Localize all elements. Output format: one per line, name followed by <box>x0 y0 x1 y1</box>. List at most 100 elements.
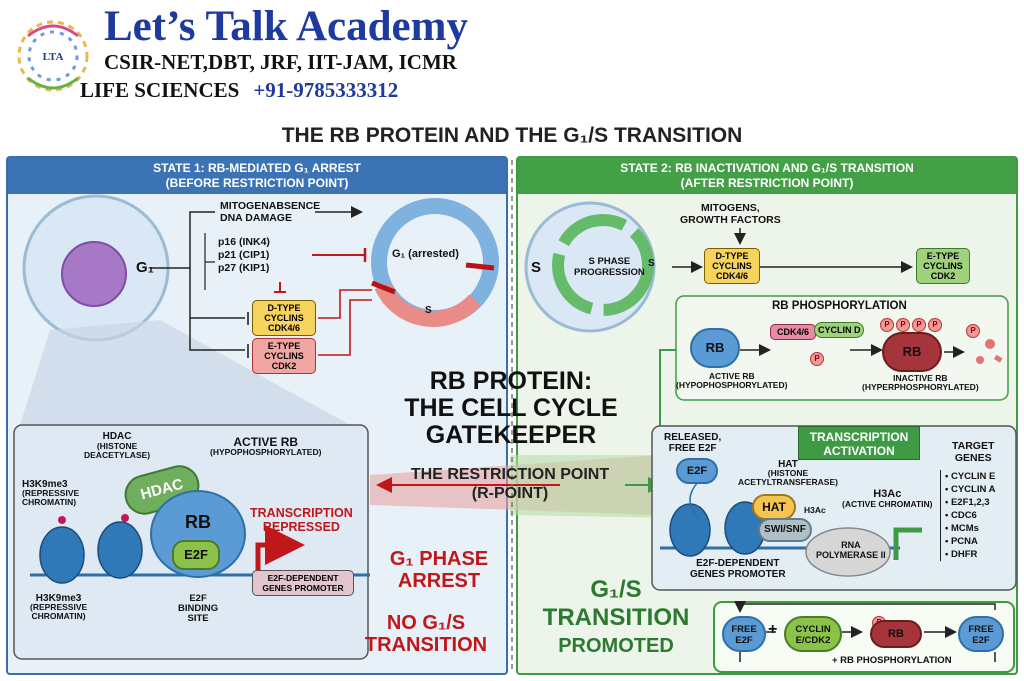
state1-promoter-line2: GENES PROMOTER <box>262 583 344 593</box>
h3k9-bottom-line2: (REPRESSIVE <box>30 602 88 612</box>
active-rb-cap-line2: (HYPOPHOSPHORYLATED) <box>676 380 788 390</box>
s-cell <box>524 201 656 333</box>
hat-blob: HAT <box>752 494 796 520</box>
mitogens-line1: MITOGENS, <box>701 202 760 214</box>
active-rb-title: ACTIVE RB(HYPOPHOSPHORYLATED) <box>210 436 321 457</box>
g1-arrest-line1: G₁ PHASE <box>389 548 489 570</box>
academy-title: Let’s Talk Academy <box>104 3 468 50</box>
state1-promoter-line1: E2F-DEPENDENT <box>267 573 339 583</box>
s-phase-line2: PROGRESSION <box>574 267 645 278</box>
phosphate-4: P <box>928 318 942 332</box>
released-line1: RELEASED, <box>664 432 722 443</box>
target-gene-name: CDC6 <box>950 510 977 521</box>
phosphate-3: P <box>912 318 926 332</box>
loop-plus: + <box>768 621 778 638</box>
active-rb-line1: ACTIVE RB <box>233 435 299 449</box>
phosphate-2: P <box>896 318 910 332</box>
gatekeeper-line3: GATEKEEPER <box>425 421 597 449</box>
cdk46-box: CDK4/6 <box>770 324 816 340</box>
g1-branch-lines <box>150 211 245 351</box>
inactive-rb-blob: RB <box>882 332 942 372</box>
loop-free1-line1: FREE <box>731 624 757 635</box>
target-title-line2: GENES <box>954 452 992 464</box>
target-gene-name: PCNA <box>950 536 978 547</box>
no-transition-line2: TRANSITION <box>364 634 488 656</box>
cki-p21: p21 (CIP1) <box>218 249 270 261</box>
state1-dtype-line3: CDK4/6 <box>267 323 300 333</box>
cycle-arrested-label: G₁ (arrested) <box>392 248 459 260</box>
cki-list: p16 (INK4) p21 (CIP1) p27 (KIP1) <box>218 236 270 275</box>
g1-arrest-line2: ARREST <box>397 570 481 592</box>
state1-etype-line1: E-TYPE <box>267 341 301 351</box>
academy-exams: CSIR-NET,DBT, JRF, IIT-JAM, ICMR <box>104 50 457 74</box>
rb-phosphates: P P P P <box>880 318 950 334</box>
repressed-arrow <box>255 525 305 570</box>
mitogens-label: MITOGENS,GROWTH FACTORS <box>680 202 781 226</box>
state2-header-line2: (AFTER RESTRICTION POINT) <box>680 176 854 190</box>
state2-header-line1: STATE 2: RB INACTIVATION AND G₁/S TRANSI… <box>620 161 914 175</box>
rb-phos-title: RB PHOSPHORYLATION <box>772 300 907 312</box>
subject-text: LIFE SCIENCES <box>80 78 240 102</box>
activation-line2: ACTIVATION <box>823 444 895 458</box>
positive-feedback-loop <box>713 601 1015 673</box>
state2-promoter-line1: E2F-DEPENDENT <box>696 558 780 569</box>
loop-free1-line2: E2F <box>735 635 753 646</box>
hat-title-line3: ACETYLTRANSFERASE) <box>738 477 838 487</box>
h3ac-line2: (ACTIVE CHROMATIN) <box>842 499 933 509</box>
s-progression-ring <box>552 214 654 316</box>
state2-dtype-line1: D-TYPE <box>715 251 749 261</box>
cycle-s-label: S <box>425 305 432 316</box>
signals-line2: DNA DAMAGE <box>220 212 292 224</box>
state1-header-line2: (BEFORE RESTRICTION POINT) <box>165 176 349 190</box>
inactive-rb-caption: INACTIVE RB(HYPERPHOSPHORYLATED) <box>862 374 979 392</box>
repressed-line2: REPRESSED <box>262 520 340 534</box>
gatekeeper-line2: THE CELL CYCLE <box>404 394 618 422</box>
zoom-wedge <box>20 320 350 425</box>
target-gene: • E2F1,2,3 <box>945 497 990 508</box>
g1-nucleus <box>61 241 127 307</box>
s-label: S <box>531 259 542 276</box>
free-e2f-blob: E2F <box>676 458 718 484</box>
binding-line2: BINDING <box>178 603 219 614</box>
state2-promoter-line2: GENES PROMOTER <box>690 569 786 580</box>
cki-p27: p27 (KIP1) <box>218 262 270 274</box>
state1-etype-line2: CYCLINS <box>264 351 304 361</box>
target-genes-list: • CYCLIN E • CYCLIN A • E2F1,2,3 • CDC6 … <box>940 470 995 561</box>
s-inner-label: S <box>648 258 655 269</box>
mitogens-line2: GROWTH FACTORS <box>680 214 781 226</box>
e2f-blob: E2F <box>172 540 220 570</box>
h3k9-top-line1: H3K9me3 <box>22 479 68 490</box>
hdac-title-line3: DEACETYLASE) <box>84 450 151 460</box>
target-gene-name: CYCLIN E <box>950 471 996 482</box>
target-title-line1: TARGET <box>952 440 995 452</box>
g1s-line1: G₁/S <box>590 576 642 603</box>
signals-line1: MITOGENABSENCE <box>220 200 321 212</box>
h3k9-bottom-line1: H3K9me3 <box>35 593 82 604</box>
target-gene: • CDC6 <box>945 510 977 521</box>
h3ac-small: H3Ac <box>804 505 826 515</box>
target-gene: • CYCLIN A <box>945 484 996 495</box>
rna-pol-blob <box>805 527 891 577</box>
inactive-rb-cap-line2: (HYPERPHOSPHORYLATED) <box>862 382 979 392</box>
main-title: THE RB PROTEIN AND THE G₁/S TRANSITION <box>281 124 743 147</box>
h3k9-top-line3: CHROMATIN) <box>22 497 77 507</box>
loop-free2-line2: E2F <box>972 635 990 646</box>
loop-cyclin-line2: E/CDK2 <box>795 635 831 646</box>
rpoint-line2: (R-POINT) <box>471 485 549 502</box>
loop-cyclin-line1: CYCLIN <box>795 624 831 635</box>
state1-header-line1: STATE 1: RB-MEDIATED G₁ ARREST <box>153 161 361 175</box>
hdac-title-line2: (HISTONE <box>96 441 138 451</box>
cycle-s-arc <box>374 282 481 327</box>
